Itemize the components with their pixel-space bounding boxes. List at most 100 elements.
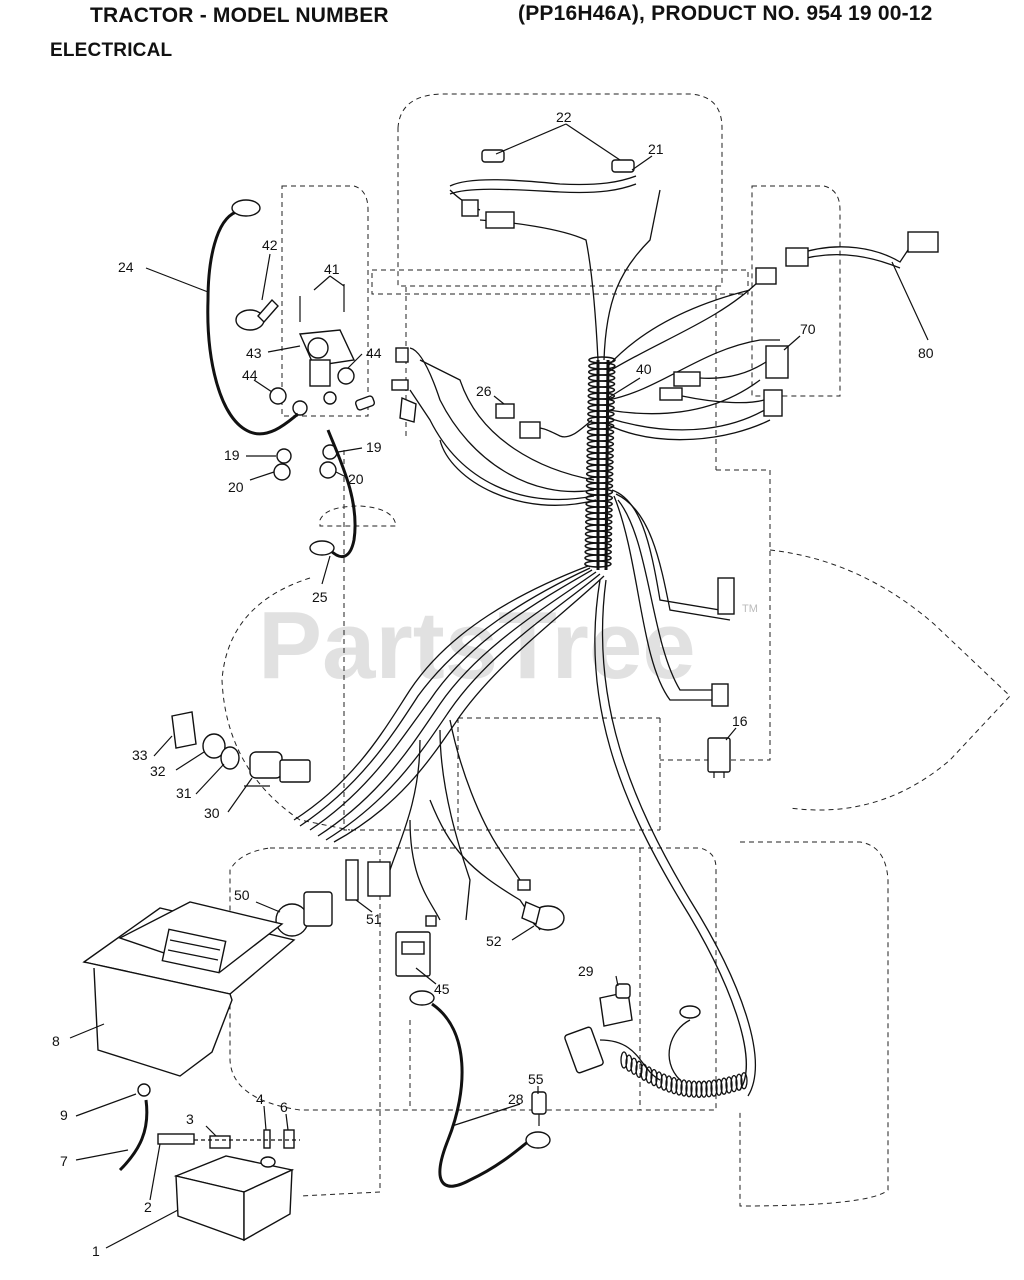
callout-leaders xyxy=(69,123,929,1249)
coil-cord-loop xyxy=(725,1076,733,1094)
nut-6 xyxy=(283,1129,295,1149)
coil-cord-loop xyxy=(655,1071,663,1089)
connector-80 xyxy=(907,231,939,253)
connector-40-b xyxy=(659,387,683,401)
coil-cord xyxy=(620,1051,748,1098)
callout-1: 1 xyxy=(92,1243,100,1259)
battery-cable-24 xyxy=(206,199,299,436)
coil-cord-loop xyxy=(700,1080,708,1098)
callout-22: 22 xyxy=(556,109,572,125)
nut-44-a xyxy=(269,387,287,405)
coil-cord-loop xyxy=(660,1073,668,1091)
connector-right-upper xyxy=(717,577,735,615)
callout-43: 43 xyxy=(246,345,262,361)
coil-cord-loop xyxy=(710,1079,718,1097)
callout-45: 45 xyxy=(434,981,450,997)
coil-cord-loop xyxy=(685,1080,693,1098)
coil-cord-loop xyxy=(730,1075,738,1093)
connector-right-lower xyxy=(711,683,729,707)
spiral-coil xyxy=(584,560,612,568)
coil-cord-loop xyxy=(640,1063,648,1081)
battery-1 xyxy=(173,1155,295,1242)
connector-80-mating xyxy=(755,267,777,285)
spiral-coil xyxy=(587,380,616,388)
callout-31: 31 xyxy=(176,785,192,801)
coil-cord-loop xyxy=(740,1072,748,1090)
washer-31 xyxy=(220,746,240,770)
nut-32 xyxy=(202,733,226,759)
ignition-key-33 xyxy=(171,711,197,749)
solenoid-base xyxy=(309,359,331,387)
spiral-coil xyxy=(586,434,615,442)
watermark: PartsTree xyxy=(258,592,696,699)
wiring-harness xyxy=(293,189,781,1097)
bolt-2 xyxy=(157,1133,195,1145)
switch-16 xyxy=(707,737,731,778)
callout-19-right: 19 xyxy=(366,439,382,455)
knob-50 xyxy=(275,903,309,937)
spiral-coil xyxy=(588,362,616,370)
washer-19-a xyxy=(276,448,292,464)
terminal-3 xyxy=(209,1135,231,1149)
headlight-plug xyxy=(485,211,515,229)
rear-harness xyxy=(659,345,789,417)
coil-cord-loop xyxy=(650,1068,658,1087)
coil-cord-loop xyxy=(645,1066,653,1084)
callout-9: 9 xyxy=(60,1107,68,1123)
callout-4: 4 xyxy=(256,1091,264,1107)
callout-51: 51 xyxy=(366,911,382,927)
coil-cord-loop xyxy=(715,1078,723,1096)
battery-box-8 xyxy=(82,901,296,1077)
headlight-harness xyxy=(449,149,637,229)
callout-19-left: 19 xyxy=(224,447,240,463)
switch-50-51 xyxy=(275,859,391,937)
harness-80 xyxy=(755,231,939,285)
cable-28 xyxy=(409,990,551,1188)
bezel-51 xyxy=(345,859,359,901)
connector-45 xyxy=(425,915,437,927)
spiral-coil xyxy=(585,470,614,478)
product-number: (PP16H46A), PRODUCT NO. 954 19 00-12 xyxy=(518,2,933,25)
spiral-coil xyxy=(586,464,614,472)
callout-50: 50 xyxy=(234,887,250,903)
coil-cord-loop xyxy=(690,1080,698,1098)
terminal-hardware xyxy=(157,1129,300,1149)
callout-55: 55 xyxy=(528,1071,544,1087)
ignition-switch-assembly xyxy=(171,711,311,787)
callout-20-left: 20 xyxy=(228,479,244,495)
vent-tube xyxy=(118,1083,151,1172)
callout-44-right: 44 xyxy=(366,345,382,361)
pto-switch xyxy=(303,891,333,927)
nut-20-b xyxy=(319,461,337,479)
callout-80: 80 xyxy=(918,345,934,361)
ignition-switch-30 xyxy=(249,751,283,779)
section-title: ELECTRICAL xyxy=(50,40,173,61)
coil-cord-loop xyxy=(720,1077,728,1095)
spiral-coil xyxy=(586,446,615,454)
connector-80-end xyxy=(785,247,809,267)
spiral-coil xyxy=(585,476,614,484)
coil-cord-loop xyxy=(625,1054,633,1072)
callout-8: 8 xyxy=(52,1033,60,1049)
headlight-connector xyxy=(461,199,479,217)
vent-fitting-9 xyxy=(137,1083,151,1097)
coil-cord-loop xyxy=(705,1080,713,1098)
callout-24: 24 xyxy=(118,259,134,275)
callout-44-left: 44 xyxy=(242,367,258,383)
callout-20-right: 20 xyxy=(348,471,364,487)
solenoid-body xyxy=(307,337,329,359)
coil-cord-loop xyxy=(620,1051,628,1069)
callout-33: 33 xyxy=(132,747,148,763)
callout-32: 32 xyxy=(150,763,166,779)
ground-cable-25 xyxy=(309,429,357,558)
callout-70: 70 xyxy=(800,321,816,337)
callout-numbers: 22 21 24 42 41 43 44 44 19 19 20 20 25 2… xyxy=(52,109,934,1259)
callout-7: 7 xyxy=(60,1153,68,1169)
nut-44-b xyxy=(337,367,355,385)
lamp-52 xyxy=(521,901,565,931)
diagram-title: TRACTOR - MODEL NUMBER xyxy=(90,4,389,27)
nut-20-a xyxy=(273,463,291,481)
callout-29: 29 xyxy=(578,963,594,979)
spiral-coil xyxy=(586,458,614,466)
spiral-coil xyxy=(587,374,616,382)
